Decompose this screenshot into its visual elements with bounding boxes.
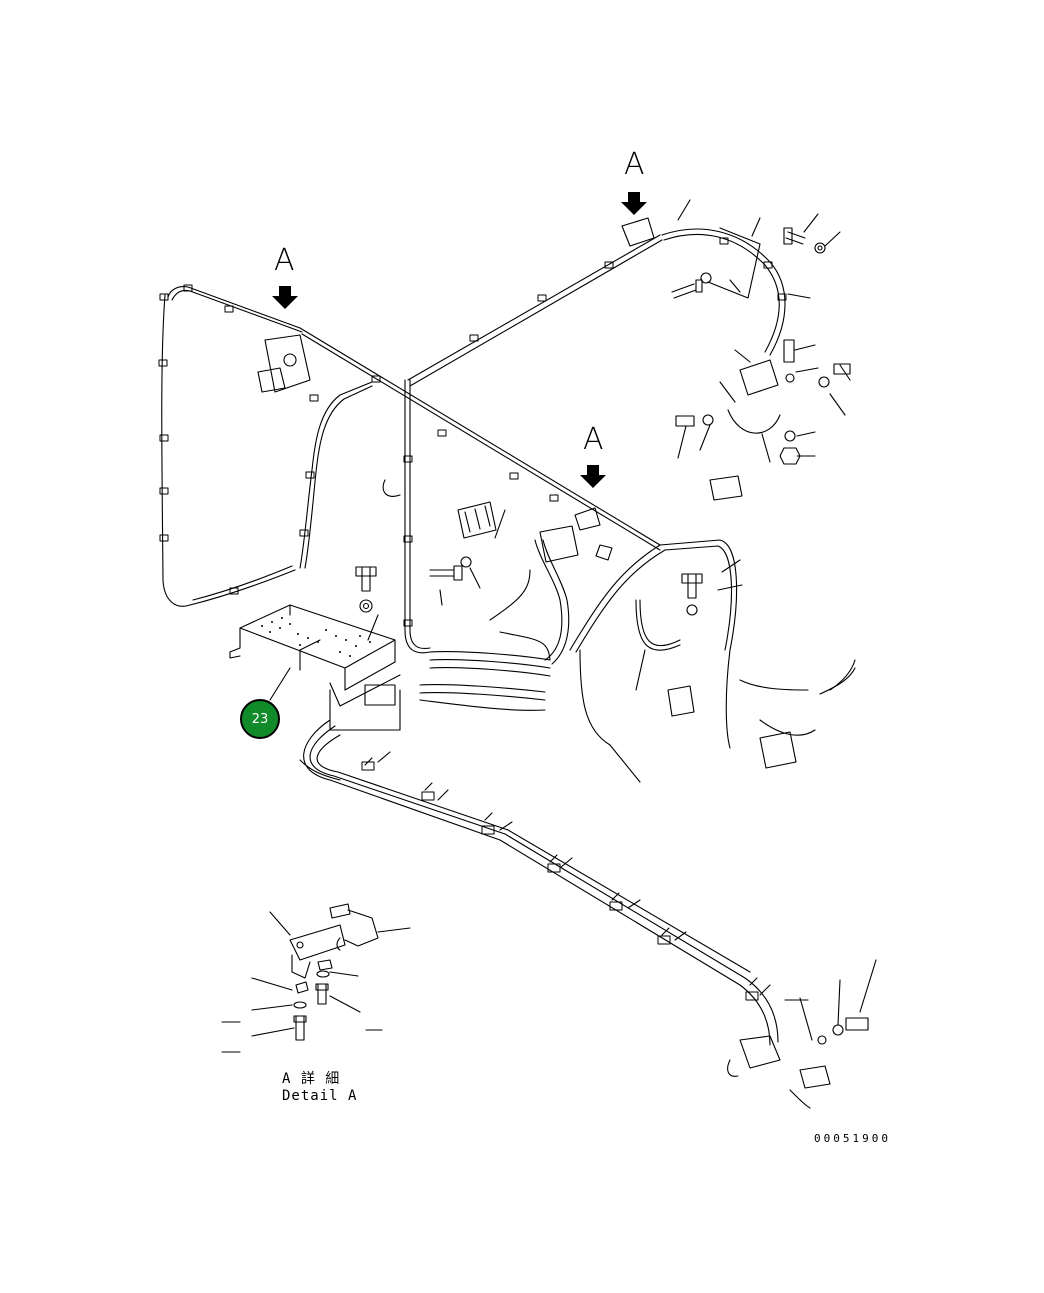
detail-caption: A 詳 細 Detail A (282, 1071, 357, 1105)
view-label-a-top: A (624, 147, 645, 182)
view-arrow-icon (272, 286, 298, 309)
step-platform (229, 604, 401, 731)
upper-right-hardware (671, 199, 851, 465)
upper-harness (158, 217, 787, 654)
view-label-a-left: A (274, 243, 295, 278)
view-arrows (272, 192, 647, 488)
middle-harness (355, 475, 856, 783)
view-arrow-icon (580, 465, 606, 488)
detail-a-drawing (221, 903, 809, 1053)
lower-harness (299, 719, 877, 1109)
detail-caption-en: Detail A (282, 1088, 358, 1104)
part-callout-23[interactable]: 23 (240, 699, 280, 739)
view-label-a-center: A (583, 422, 604, 457)
detail-caption-jp: A 詳 細 (282, 1071, 341, 1087)
drawing-number: 00051900 (814, 1132, 891, 1145)
view-arrow-icon (621, 192, 647, 215)
